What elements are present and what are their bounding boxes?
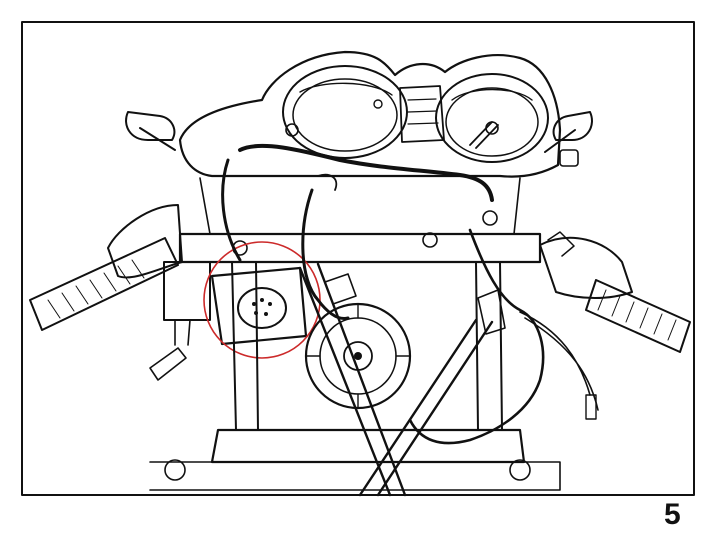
ignition-switch-body	[210, 266, 308, 346]
bracket-uprights	[199, 177, 521, 235]
center-harness-branch	[301, 188, 350, 320]
ignition-switch	[210, 266, 308, 346]
ignition-switch-highlight-circle	[203, 241, 321, 359]
tachometer-bezel	[435, 73, 549, 163]
right-harness-leads	[519, 311, 599, 411]
bracket-bolt-right	[482, 210, 498, 226]
right-switch-housing	[539, 236, 633, 299]
upper-bracket-plate	[178, 232, 542, 264]
key-pin-dot	[252, 302, 256, 306]
speedometer-rim-detail	[299, 82, 393, 96]
key-pin-dot	[268, 302, 272, 306]
figure-frame	[21, 21, 695, 496]
speedo-cable-coupling	[317, 173, 338, 191]
left-relay-box	[163, 261, 211, 321]
speedometer-bezel	[282, 65, 408, 159]
horn-rim-marks	[305, 303, 411, 409]
right-plug-connector	[477, 289, 506, 335]
wiring-harness	[221, 121, 599, 445]
ignition-key-barrel	[237, 287, 287, 329]
left-switch-housing	[107, 204, 183, 279]
indicator-lamps	[407, 98, 439, 125]
left-grip	[29, 237, 179, 331]
left-mirror-mount	[125, 111, 176, 151]
right-harness-loop	[408, 228, 545, 445]
bracket-bolt-center	[422, 232, 438, 248]
clock-adjust-knob	[559, 149, 579, 167]
left-connector	[149, 347, 187, 381]
right-lead-connector	[585, 394, 597, 420]
right-grip-knurl	[597, 289, 677, 341]
bracket-strut-right	[358, 318, 494, 497]
frame-crossmember	[149, 461, 561, 491]
right-lever-pivot	[547, 231, 575, 257]
right-grip	[585, 279, 691, 353]
left-fork-tube	[231, 261, 259, 431]
left-harness-branch	[221, 158, 242, 262]
left-grip-knurl	[47, 259, 145, 319]
tacho-cable	[469, 121, 499, 149]
lower-yoke	[210, 428, 526, 464]
main-harness	[238, 143, 494, 202]
horn-center-stud	[354, 352, 362, 360]
tachometer-face	[445, 87, 539, 157]
key-pin-dot	[264, 312, 268, 316]
indicator-housing	[399, 85, 445, 143]
harness-connector-block	[324, 273, 357, 305]
yoke-bolt-left	[164, 459, 186, 481]
speedometer-drive-fitting	[373, 99, 383, 109]
cluster-stud-left	[285, 123, 299, 137]
tachometer-rim-detail	[451, 88, 533, 101]
speedometer-face	[292, 78, 398, 152]
right-handlebar	[539, 231, 691, 353]
left-handlebar	[29, 204, 211, 381]
instrument-cluster	[178, 50, 562, 178]
right-mirror-mount	[544, 111, 593, 153]
headlamp-bracket	[178, 177, 542, 264]
page-number: 5	[664, 498, 681, 531]
cluster-housing	[178, 50, 562, 178]
fork-and-frame	[149, 261, 561, 497]
key-pin-dot	[260, 298, 264, 302]
horn	[304, 302, 412, 410]
left-relay-wires	[174, 319, 191, 346]
yoke-bolt-right	[509, 459, 531, 481]
